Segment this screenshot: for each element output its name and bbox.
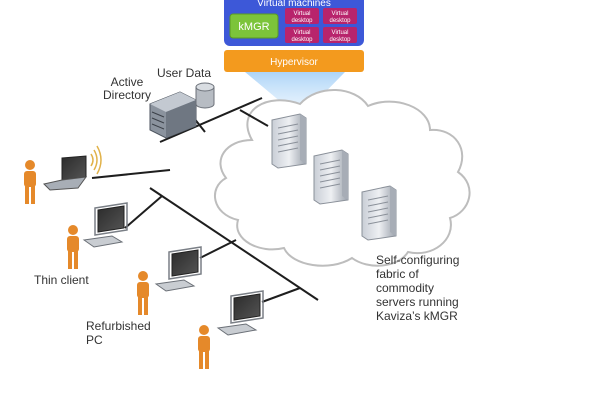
desktop-pc-icon [154,246,202,292]
refurbished-pc-icon [216,290,264,336]
wifi-signal-icon [90,145,102,175]
virtual-desktop-2: Virtual desktop [323,8,357,24]
kmgr-label: kMGR [238,21,269,33]
virtual-desktop-3: Virtual desktop [285,27,319,43]
virtual-machines-panel: Virtual machines kMGR Virtual desktop Vi… [224,0,364,46]
refurbished-pc-link [261,287,301,303]
svg-text:desktop: desktop [291,37,313,43]
svg-text:Virtual: Virtual [332,11,349,17]
fabric-label-line3: commodity [376,281,434,295]
active-directory-label-line2: Directory [103,88,151,102]
network-lines [91,97,319,303]
svg-text:desktop: desktop [329,37,351,43]
svg-text:Virtual: Virtual [294,11,311,17]
fabric-label-line2: fabric of [376,267,419,281]
fabric-label-line1: Self-configuring [376,253,459,267]
database-icon [195,82,215,109]
top-network-line [159,97,263,143]
person-icon [24,160,36,204]
server-1-icon [271,113,307,169]
refurbished-label-line2: PC [86,333,103,347]
server-3-icon [361,185,397,241]
thin-client-link [124,195,163,229]
refurbished-label-line1: Refurbished [86,319,151,333]
hypervisor-bar: Hypervisor [224,50,364,72]
top-network-link [239,109,269,127]
active-directory-label-line1: Active [111,75,144,89]
hypervisor-beam [245,72,345,118]
server-2-icon [313,149,349,205]
kmgr-box [229,13,279,39]
thin-client-label: Thin client [34,273,89,287]
virtual-desktop-4: Virtual desktop [323,27,357,43]
fabric-label-line4: servers running [376,295,459,309]
person-icon [198,325,210,369]
person-icon [67,225,79,269]
laptop-wireless-link [91,169,171,179]
hypervisor-label: Hypervisor [270,57,318,68]
thin-client-icon [82,202,128,248]
active-directory-server-icon [149,91,197,139]
virtual-desktop-1: Virtual desktop [285,8,319,24]
user-data-label: User Data [157,66,211,80]
svg-text:desktop: desktop [329,18,351,24]
wireless-laptop-icon [43,155,88,191]
svg-text:desktop: desktop [291,18,313,24]
fabric-label-line5: Kaviza’s kMGR [376,309,458,323]
main-network-line [149,187,319,301]
vm-panel-title: Virtual machines [257,0,331,9]
svg-text:Virtual: Virtual [332,30,349,36]
desktop-pc-link [199,239,237,259]
svg-text:Virtual: Virtual [294,30,311,36]
person-icon [137,271,149,315]
